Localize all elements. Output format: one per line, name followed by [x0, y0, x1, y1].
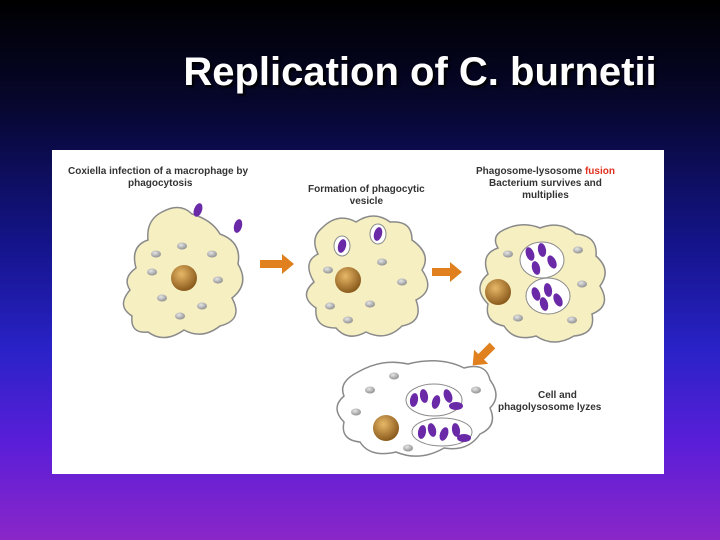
arrow-right-icon [432, 262, 462, 282]
bacterium [373, 227, 383, 241]
lysed-cell [336, 360, 497, 457]
slide-title: Replication of C. burnetii [183, 50, 657, 94]
step-1-label: Coxiella infection of a macrophage by ph… [68, 166, 249, 189]
arrow-down-left-icon [472, 342, 496, 366]
diagram-drawing [122, 203, 606, 457]
macrophage-cell-2 [305, 215, 429, 337]
step-3-label: Phagosome-lysosome fusion Bacterium surv… [476, 166, 615, 201]
bacterium [337, 239, 347, 253]
nucleus [335, 267, 361, 293]
step-4-label: Cell and phagolysosome lyzes [498, 390, 602, 413]
fusion-highlight: fusion [584, 166, 615, 177]
bacterium [233, 219, 243, 233]
arrow-right-icon [260, 254, 294, 274]
bacterium [193, 203, 203, 217]
macrophage-cell-3 [479, 224, 606, 343]
phagocytosis-diagram: Coxiella infection of a macrophage by ph… [52, 150, 664, 474]
step-2-label: Formation of phagocytic vesicle [308, 184, 425, 207]
macrophage-cell-1 [122, 203, 244, 339]
nucleus [171, 265, 197, 291]
nucleus [485, 279, 511, 305]
nucleus [373, 415, 399, 441]
